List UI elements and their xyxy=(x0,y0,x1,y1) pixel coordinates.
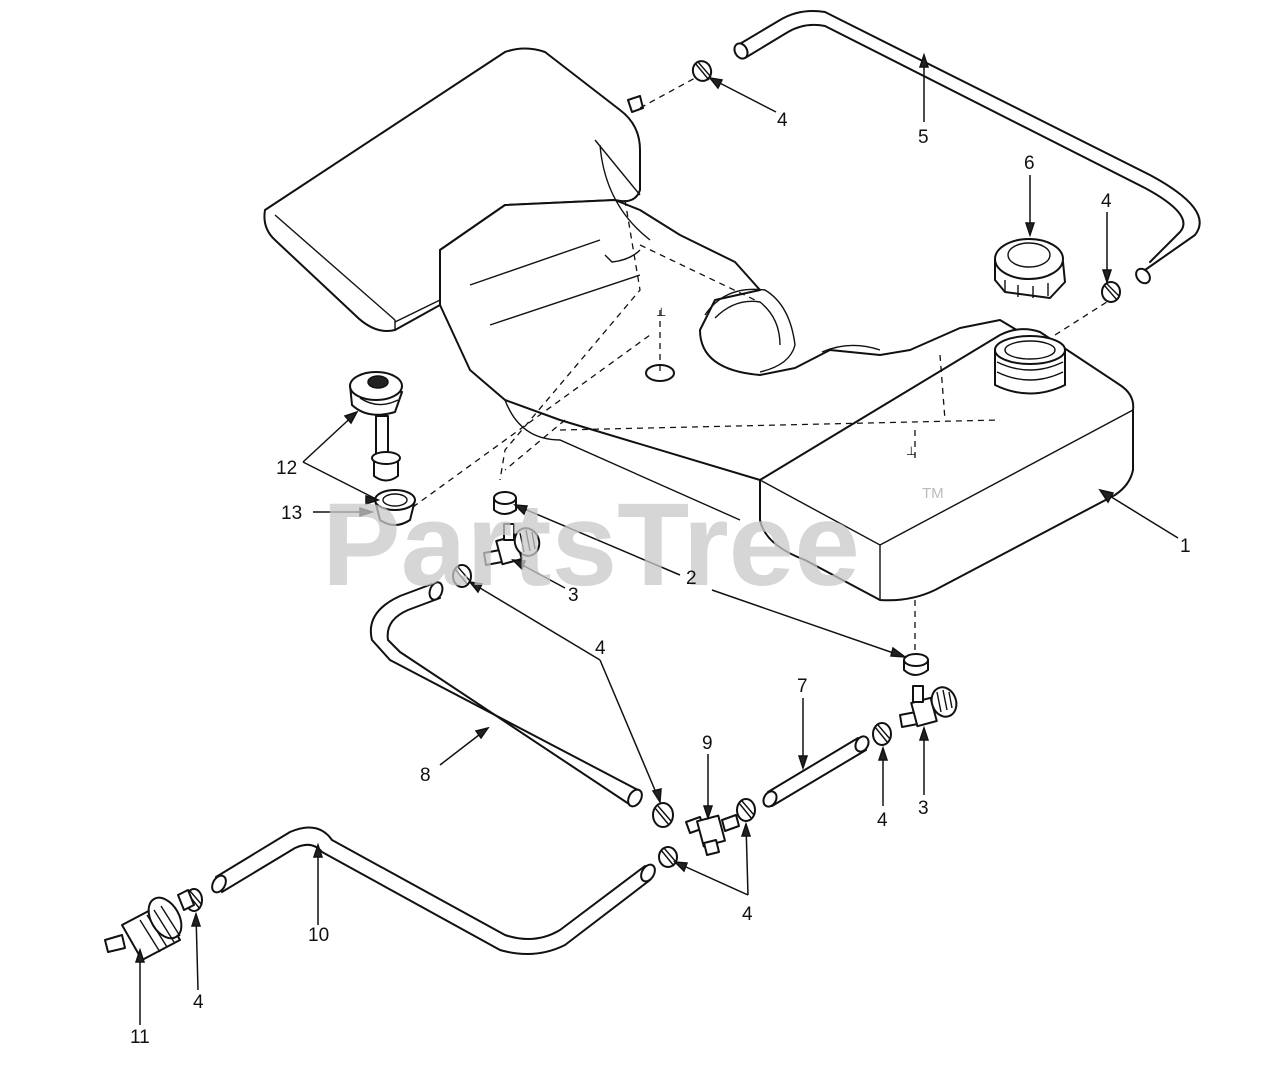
callout-5: 5 xyxy=(918,127,929,148)
svg-text:⊥: ⊥ xyxy=(906,444,916,458)
hose-clamp xyxy=(452,564,472,588)
vent-hose xyxy=(733,10,1201,285)
callouts: 1 2 3 3 4 4 4 4 4 4 5 6 7 8 9 10 11 12 1… xyxy=(130,110,1191,1048)
filler-neck xyxy=(994,335,1066,395)
grommet xyxy=(493,491,517,515)
shut-off-valve xyxy=(483,523,541,566)
callout-8: 8 xyxy=(420,765,431,786)
grommet xyxy=(903,653,929,676)
arrowheads xyxy=(134,52,1115,963)
hose-clamp xyxy=(1101,281,1121,303)
hose-clamp xyxy=(652,802,674,828)
hose-clamp xyxy=(691,60,713,82)
gauge-grommet xyxy=(374,489,416,526)
callout-9: 9 xyxy=(702,733,713,754)
callout-4: 4 xyxy=(742,904,753,925)
fuel-tank: ⊥ ⊥ xyxy=(263,47,1135,602)
callout-6: 6 xyxy=(1024,153,1035,174)
callout-1: 1 xyxy=(1180,536,1191,557)
fuel-hose xyxy=(211,826,656,955)
fuel-hose xyxy=(369,581,643,808)
hose-clamp xyxy=(658,846,678,868)
shut-off-valve xyxy=(899,685,958,728)
fuel-filter xyxy=(104,889,195,961)
callout-4: 4 xyxy=(877,810,888,831)
callout-3: 3 xyxy=(918,798,929,819)
fuel-cap xyxy=(994,238,1066,299)
fuel-hose xyxy=(762,735,870,808)
callout-4: 4 xyxy=(193,992,204,1013)
callout-4: 4 xyxy=(777,110,788,131)
hidden-lines xyxy=(394,77,1111,650)
hose-clamp xyxy=(872,722,892,746)
watermark-text: PartsTree xyxy=(322,479,860,611)
callout-11: 11 xyxy=(130,1027,150,1048)
callout-4: 4 xyxy=(595,638,606,659)
callout-13: 13 xyxy=(281,503,302,524)
callout-7: 7 xyxy=(797,676,808,697)
svg-text:⊥: ⊥ xyxy=(656,305,666,319)
callout-3: 3 xyxy=(568,585,579,606)
fuel-gauge xyxy=(349,371,403,482)
callout-4: 4 xyxy=(1101,191,1112,212)
tee-fitting xyxy=(685,814,740,856)
hose-clamp xyxy=(736,798,756,822)
callout-12: 12 xyxy=(276,458,297,479)
callout-2: 2 xyxy=(686,568,697,589)
callout-10: 10 xyxy=(308,925,329,946)
watermark-trademark: TM xyxy=(922,485,944,502)
